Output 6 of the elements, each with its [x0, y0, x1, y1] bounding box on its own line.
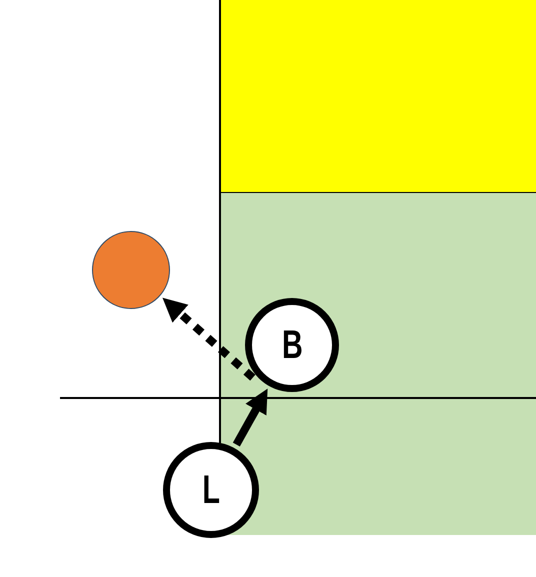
node-label: L — [202, 470, 220, 510]
filled-region — [220, 0, 536, 193]
node-label: B — [282, 325, 302, 365]
arrow — [232, 388, 268, 447]
arrow — [162, 298, 256, 381]
filled-region — [220, 193, 536, 535]
